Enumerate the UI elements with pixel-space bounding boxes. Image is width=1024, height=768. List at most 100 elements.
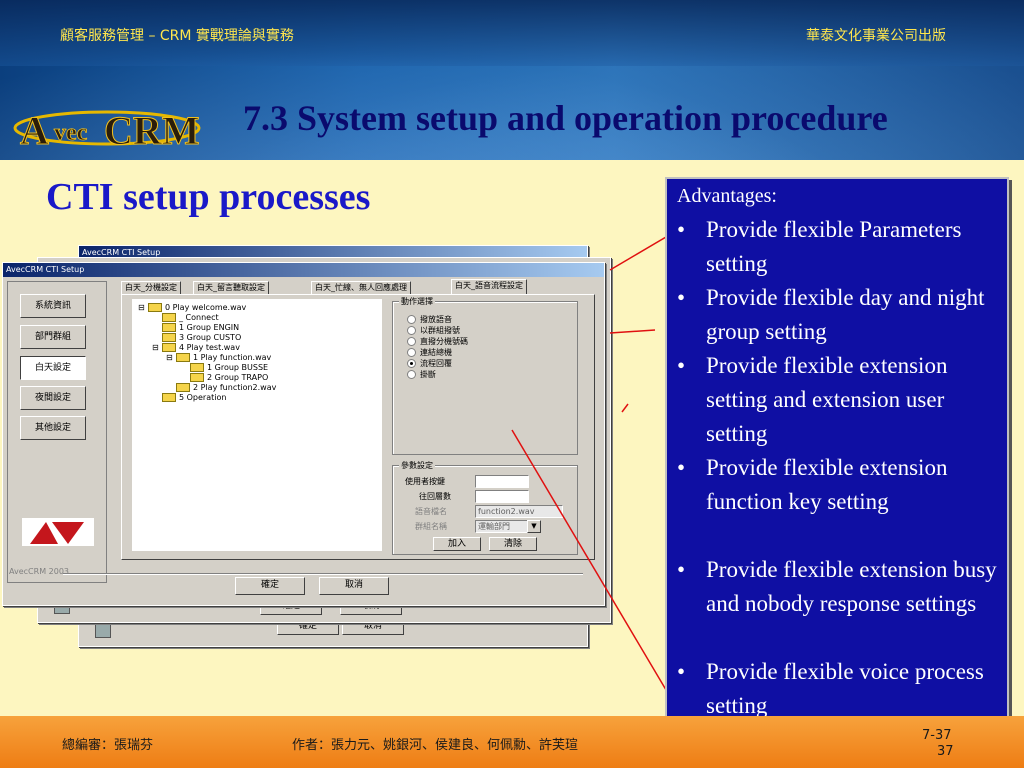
tab-container: 白天_分機設定 白天_留言聽取設定 白天_忙線、無人回應處理 白天_語音流程設定…	[121, 279, 595, 560]
advantage-item: •Provide flexible extension function key…	[677, 451, 997, 519]
tree-node[interactable]: _ Connect	[138, 313, 276, 323]
callout-line	[621, 403, 629, 413]
radio-button[interactable]	[407, 359, 416, 368]
action-radio-option[interactable]: 以群組撥號	[407, 325, 468, 336]
params-group-title: 參數設定	[399, 460, 435, 471]
slide-footer: 總編審：張瑞芬 作者：張力元、姚銀河、侯建良、何佩勳、許芙瑄 7-37 37	[0, 716, 1024, 768]
slide-subtitle: CTI setup processes	[46, 176, 371, 218]
callout-line	[511, 429, 673, 701]
bullet-icon: •	[677, 659, 686, 684]
clear-button[interactable]: 清除	[489, 537, 537, 551]
action-group: 動作選擇 撥放語音以群組撥號直撥分機號碼連結總機流程回覆掛斷	[392, 296, 578, 455]
slide-title: 7.3 System setup and operation procedure	[243, 98, 888, 138]
folder-icon	[162, 323, 176, 332]
cti-setup-window: AvecCRM CTI Setup 系統資訊 部門群組 白天設定 夜間設定 其他…	[2, 262, 605, 606]
tree-toggle-icon[interactable]: ⊟	[152, 343, 159, 352]
action-label: 掛斷	[420, 370, 436, 379]
voice-file-field[interactable]: function2.wav	[475, 505, 563, 518]
folder-icon	[190, 373, 204, 382]
nav-night-settings-button[interactable]: 夜間設定	[20, 386, 86, 410]
tree-toggle-icon[interactable]: ⊟	[138, 303, 145, 312]
tree-node-label: 2 Play function2.wav	[193, 383, 277, 392]
tree-node[interactable]: ⊟ 1 Play function.wav	[138, 353, 276, 363]
avec-crm-logo: A vec CRM	[12, 100, 222, 154]
tree-node[interactable]: 2 Play function2.wav	[138, 383, 276, 393]
tab-voice-flow-settings[interactable]: 白天_語音流程設定	[451, 279, 527, 294]
tree-node[interactable]: ⊟ 0 Play welcome.wav	[138, 303, 276, 313]
return-levels-field[interactable]	[475, 490, 529, 503]
action-label: 以群組撥號	[420, 326, 460, 335]
folder-icon	[162, 343, 176, 352]
action-radio-option[interactable]: 撥放語音	[407, 314, 468, 325]
params-group: 參數設定 使用者按鍵 往回層數 語音檔名 function2.wav 群組名稱 …	[392, 460, 578, 555]
tree-node-label: 5 Operation	[179, 393, 227, 402]
tree-node-label: 0 Play welcome.wav	[165, 303, 247, 312]
radio-button[interactable]	[407, 348, 416, 357]
advantage-item: •Provide flexible voice process setting	[677, 655, 997, 723]
advantages-title: Advantages:	[677, 185, 777, 207]
action-radio-option[interactable]: 連結總機	[407, 347, 468, 358]
tree-node[interactable]: 1 Group BUSSE	[138, 363, 276, 373]
tree-node-label: 1 Group BUSSE	[207, 363, 269, 372]
page-number: 37	[937, 744, 954, 759]
tree-node[interactable]: 5 Operation	[138, 393, 276, 403]
slide-header: 顧客服務管理 – CRM 實戰理論與實務 華泰文化事業公司出版 A vec CR…	[0, 0, 1024, 160]
folder-icon	[162, 393, 176, 402]
computer-icon	[95, 624, 111, 638]
radio-button[interactable]	[407, 337, 416, 346]
tree-node-label: _ Connect	[179, 313, 219, 322]
group-name-select[interactable]: 運輸部門	[475, 520, 529, 533]
action-label: 撥放語音	[420, 315, 452, 324]
advantage-item: •Provide flexible day and night group se…	[677, 281, 997, 349]
advantages-box: Advantages: •Provide flexible Parameters…	[665, 177, 1009, 727]
folder-icon	[176, 353, 190, 362]
tree-node-label: 1 Play function.wav	[193, 353, 272, 362]
param-label: 群組名稱	[415, 522, 447, 531]
param-label: 語音檔名	[415, 507, 447, 516]
chapter-page-number: 7-37	[922, 728, 952, 743]
nav-other-settings-button[interactable]: 其他設定	[20, 416, 86, 440]
publisher-caption: 華泰文化事業公司出版	[806, 28, 946, 44]
nav-daytime-settings-button[interactable]: 白天設定	[20, 356, 86, 380]
radio-button[interactable]	[407, 315, 416, 324]
action-radio-list: 撥放語音以群組撥號直撥分機號碼連結總機流程回覆掛斷	[407, 314, 468, 380]
action-radio-option[interactable]: 掛斷	[407, 369, 468, 380]
folder-icon	[190, 363, 204, 372]
tree-node-label: 3 Group CUSTO	[179, 333, 242, 342]
action-radio-option[interactable]: 流程回覆	[407, 358, 468, 369]
tree-node[interactable]: 1 Group ENGIN	[138, 323, 276, 333]
user-key-field[interactable]	[475, 475, 529, 488]
action-radio-option[interactable]: 直撥分機號碼	[407, 336, 468, 347]
brand-caption: AvecCRM 2003	[9, 567, 70, 576]
folder-icon	[176, 383, 190, 392]
tree-node-label: 2 Group TRAPO	[207, 373, 269, 382]
svg-text:vec: vec	[54, 120, 88, 146]
radio-button[interactable]	[407, 326, 416, 335]
caption-divider	[63, 573, 583, 575]
tree-node[interactable]: 2 Group TRAPO	[138, 373, 276, 383]
bullet-icon: •	[677, 285, 686, 310]
nav-system-info-button[interactable]: 系統資訊	[20, 294, 86, 318]
chevron-down-icon[interactable]: ▼	[527, 520, 541, 533]
add-button[interactable]: 加入	[433, 537, 481, 551]
tree-node-label: 1 Group ENGIN	[179, 323, 240, 332]
folder-icon	[162, 333, 176, 342]
advantage-item: •Provide flexible extension setting and …	[677, 349, 997, 451]
cancel-button[interactable]: 取消	[319, 577, 389, 595]
ok-button[interactable]: 確定	[235, 577, 305, 595]
nav-department-group-button[interactable]: 部門群組	[20, 325, 86, 349]
folder-icon	[162, 313, 176, 322]
radio-button[interactable]	[407, 370, 416, 379]
action-label: 直撥分機號碼	[420, 337, 468, 346]
tree-toggle-icon[interactable]: ⊟	[166, 353, 173, 362]
bullet-icon: •	[677, 455, 686, 480]
folder-icon	[148, 303, 162, 312]
tree-node[interactable]: 3 Group CUSTO	[138, 333, 276, 343]
header-top-band	[0, 0, 1024, 66]
advantage-item: •Provide flexible extension busy and nob…	[677, 553, 997, 621]
course-caption: 顧客服務管理 – CRM 實戰理論與實務	[60, 28, 294, 44]
tree-node[interactable]: ⊟4 Play test.wav	[138, 343, 276, 353]
